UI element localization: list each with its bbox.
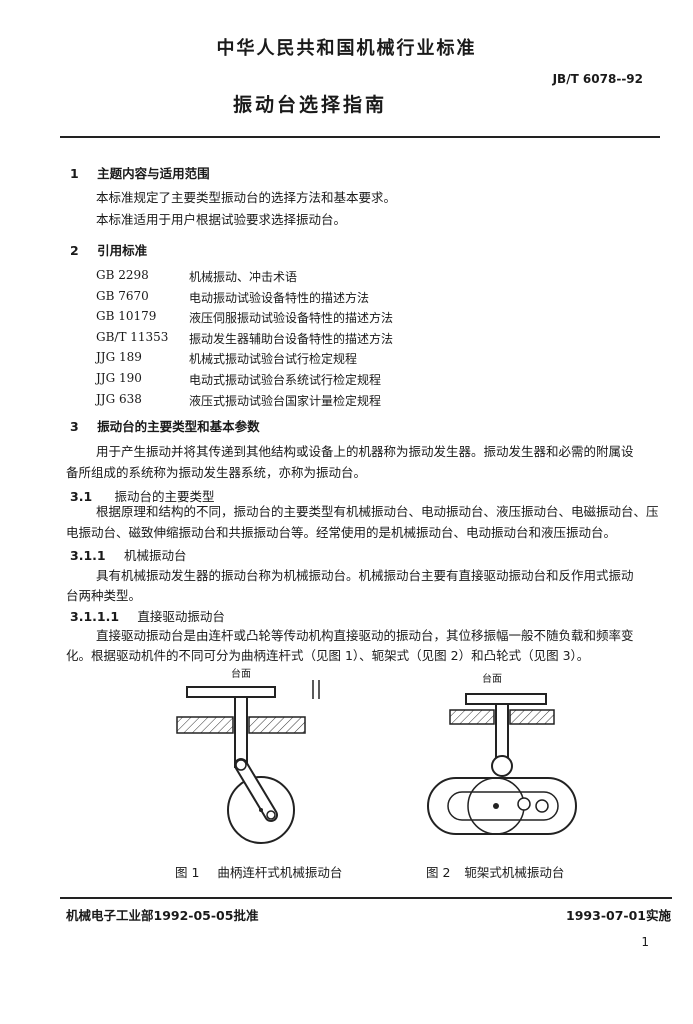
figure-2-table-plate (465, 693, 547, 705)
reference-code: JJG 190 (96, 370, 142, 385)
section-3-heading: 3 振动台的主要类型和基本参数 (70, 416, 260, 435)
reference-code: GB 7670 (96, 288, 149, 303)
reference-code: JJG 189 (96, 350, 142, 365)
figure-2-caption: 图 2 轭架式机械振动台 (426, 862, 564, 881)
figure-1-pin-top (235, 759, 247, 771)
section-1-number: 1 (70, 166, 79, 181)
section-3-1-paragraph-line-2: 电振动台、磁致伸缩振动台和共振振动台等。经常使用的是机械振动台、电动振动台和液压… (66, 525, 617, 540)
section-3-1-number: 3.1 (70, 489, 93, 504)
figure-2-yoke-slot (447, 791, 559, 821)
section-3-1-1-title: 机械振动台 (123, 548, 187, 563)
figure-1-caption-text: 曲柄连杆式机械振动台 (217, 865, 343, 880)
reference-code: GB 10179 (96, 309, 157, 324)
section-3-1-1-number: 3.1.1 (70, 548, 106, 563)
section-2-title: 引用标准 (97, 243, 148, 258)
section-2-heading: 2 引用标准 (70, 240, 147, 259)
section-3-1-paragraph-line-1: 根据原理和结构的不同，振动台的主要类型有机械振动台、电动振动台、液压振动台、电磁… (96, 504, 659, 519)
figure-1-crank-rod-diagram: 台面 (176, 667, 320, 844)
figure-1-label-table: 台面 (231, 667, 251, 680)
standard-number: JB/T 6078--92 (552, 72, 643, 86)
section-3-paragraph-line-1: 用于产生振动并将其传递到其他结构或设备上的机器称为振动发生器。振动发生器和必需的… (96, 444, 634, 459)
footer-divider (60, 897, 672, 899)
section-1-title: 主题内容与适用范围 (97, 166, 210, 181)
reference-row: JJG 190 电动式振动试验台系统试行检定规程 (96, 371, 393, 392)
figure-2-pivot (491, 755, 513, 777)
page-number: 1 (641, 935, 649, 949)
section-3-1-title: 振动台的主要类型 (114, 489, 215, 504)
reference-title: 机械式振动试验台试行检定规程 (189, 352, 358, 367)
section-3-1-1-heading: 3.1.1 机械振动台 (70, 545, 186, 564)
figure-1-table-plate (186, 686, 276, 698)
section-3-1-1-1-heading: 3.1.1.1 直接驱动振动台 (70, 606, 225, 625)
figure-2-guide-left (449, 709, 495, 725)
section-3-1-1-paragraph-line-1: 具有机械振动发生器的振动台称为机械振动台。机械振动台主要有直接驱动振动台和反作用… (96, 568, 634, 583)
section-3-1-1-1-paragraph-line-2: 化。根据驱动机件的不同可分为曲柄连杆式（见图 1）、轭架式（见图 2）和凸轮式（… (66, 648, 590, 663)
figure-2-slide-rod (495, 703, 509, 761)
figure-1-connecting-rod-inner (236, 760, 276, 820)
reference-code: GB 2298 (96, 268, 149, 282)
section-3-number: 3 (70, 419, 79, 434)
section-3-1-1-paragraph-line-2: 台两种类型。 (66, 588, 142, 603)
figure-2-yoke-diagram: 台面 (427, 672, 577, 835)
figure-2-shaft-center (493, 803, 499, 809)
section-1-heading: 1 主题内容与适用范围 (70, 163, 210, 182)
figure-1-slide-rod (234, 696, 248, 768)
approval-date: 机械电子工业部1992-05-05批准 (66, 908, 259, 923)
figure-1-guide-right (248, 716, 306, 734)
standard-header-title: 中华人民共和国机械行业标准 (216, 38, 477, 59)
figure-2-label-table: 台面 (482, 672, 502, 685)
figure-1-caption: 图 1 曲柄连杆式机械振动台 (175, 862, 342, 881)
reference-title: 电动式振动试验台系统试行检定规程 (189, 372, 382, 387)
document-title: 振动台选择指南 (232, 94, 387, 116)
section-3-paragraph-line-2: 备所组成的系统称为振动发生器系统，亦称为振动台。 (66, 465, 367, 480)
reference-row: GB 10179 液压伺服振动试验设备特性的描述方法 (96, 309, 393, 330)
reference-title: 电动振动试验设备特性的描述方法 (189, 290, 370, 305)
figure-1-caption-number: 图 1 (175, 865, 200, 880)
reference-title: 液压式振动试验台国家计量检定规程 (189, 393, 382, 408)
figure-2-crank-pin (517, 797, 531, 811)
reference-code: JJG 638 (96, 391, 142, 406)
section-1-paragraph-1: 本标准规定了主要类型振动台的选择方法和基本要求。 (96, 190, 397, 205)
reference-title: 振动发生器辅助台设备特性的描述方法 (189, 331, 394, 346)
section-2-number: 2 (70, 243, 79, 258)
reference-row: JJG 189 机械式振动试验台试行检定规程 (96, 350, 393, 371)
reference-title: 液压伺服振动试验设备特性的描述方法 (189, 311, 394, 326)
figure-1-guide-left (176, 716, 234, 734)
section-3-1-1-1-number: 3.1.1.1 (70, 609, 120, 624)
reference-title: 机械振动、冲击术语 (189, 270, 298, 284)
figure-1-wheel-center (259, 808, 263, 812)
section-3-title: 振动台的主要类型和基本参数 (97, 419, 260, 434)
reference-row: GB/T 11353 振动发生器辅助台设备特性的描述方法 (96, 330, 393, 351)
section-3-1-1-1-title: 直接驱动振动台 (137, 609, 225, 624)
figure-2-caption-number: 图 2 (426, 865, 451, 880)
figure-2-slider-block (535, 799, 549, 813)
reference-row: JJG 638 液压式振动试验台国家计量检定规程 (96, 392, 393, 413)
reference-row: GB 2298 机械振动、冲击术语 (96, 268, 393, 289)
section-1-paragraph-2: 本标准适用于用户根据试验要求选择振动台。 (96, 212, 347, 227)
effective-date: 1993-07-01实施 (566, 908, 671, 923)
figure-1-pin-crank (266, 810, 276, 820)
figure-2-guide-right (509, 709, 555, 725)
header-divider (60, 136, 660, 138)
reference-row: GB 7670 电动振动试验设备特性的描述方法 (96, 289, 393, 310)
section-3-1-heading: 3.1 振动台的主要类型 (70, 486, 215, 505)
section-3-1-1-1-paragraph-line-1: 直接驱动振动台是由连杆或凸轮等传动机构直接驱动的振动台，其位移振幅一般不随负载和… (96, 628, 634, 643)
figure-2-caption-text: 轭架式机械振动台 (464, 865, 565, 880)
reference-code: GB/T 11353 (96, 329, 169, 344)
